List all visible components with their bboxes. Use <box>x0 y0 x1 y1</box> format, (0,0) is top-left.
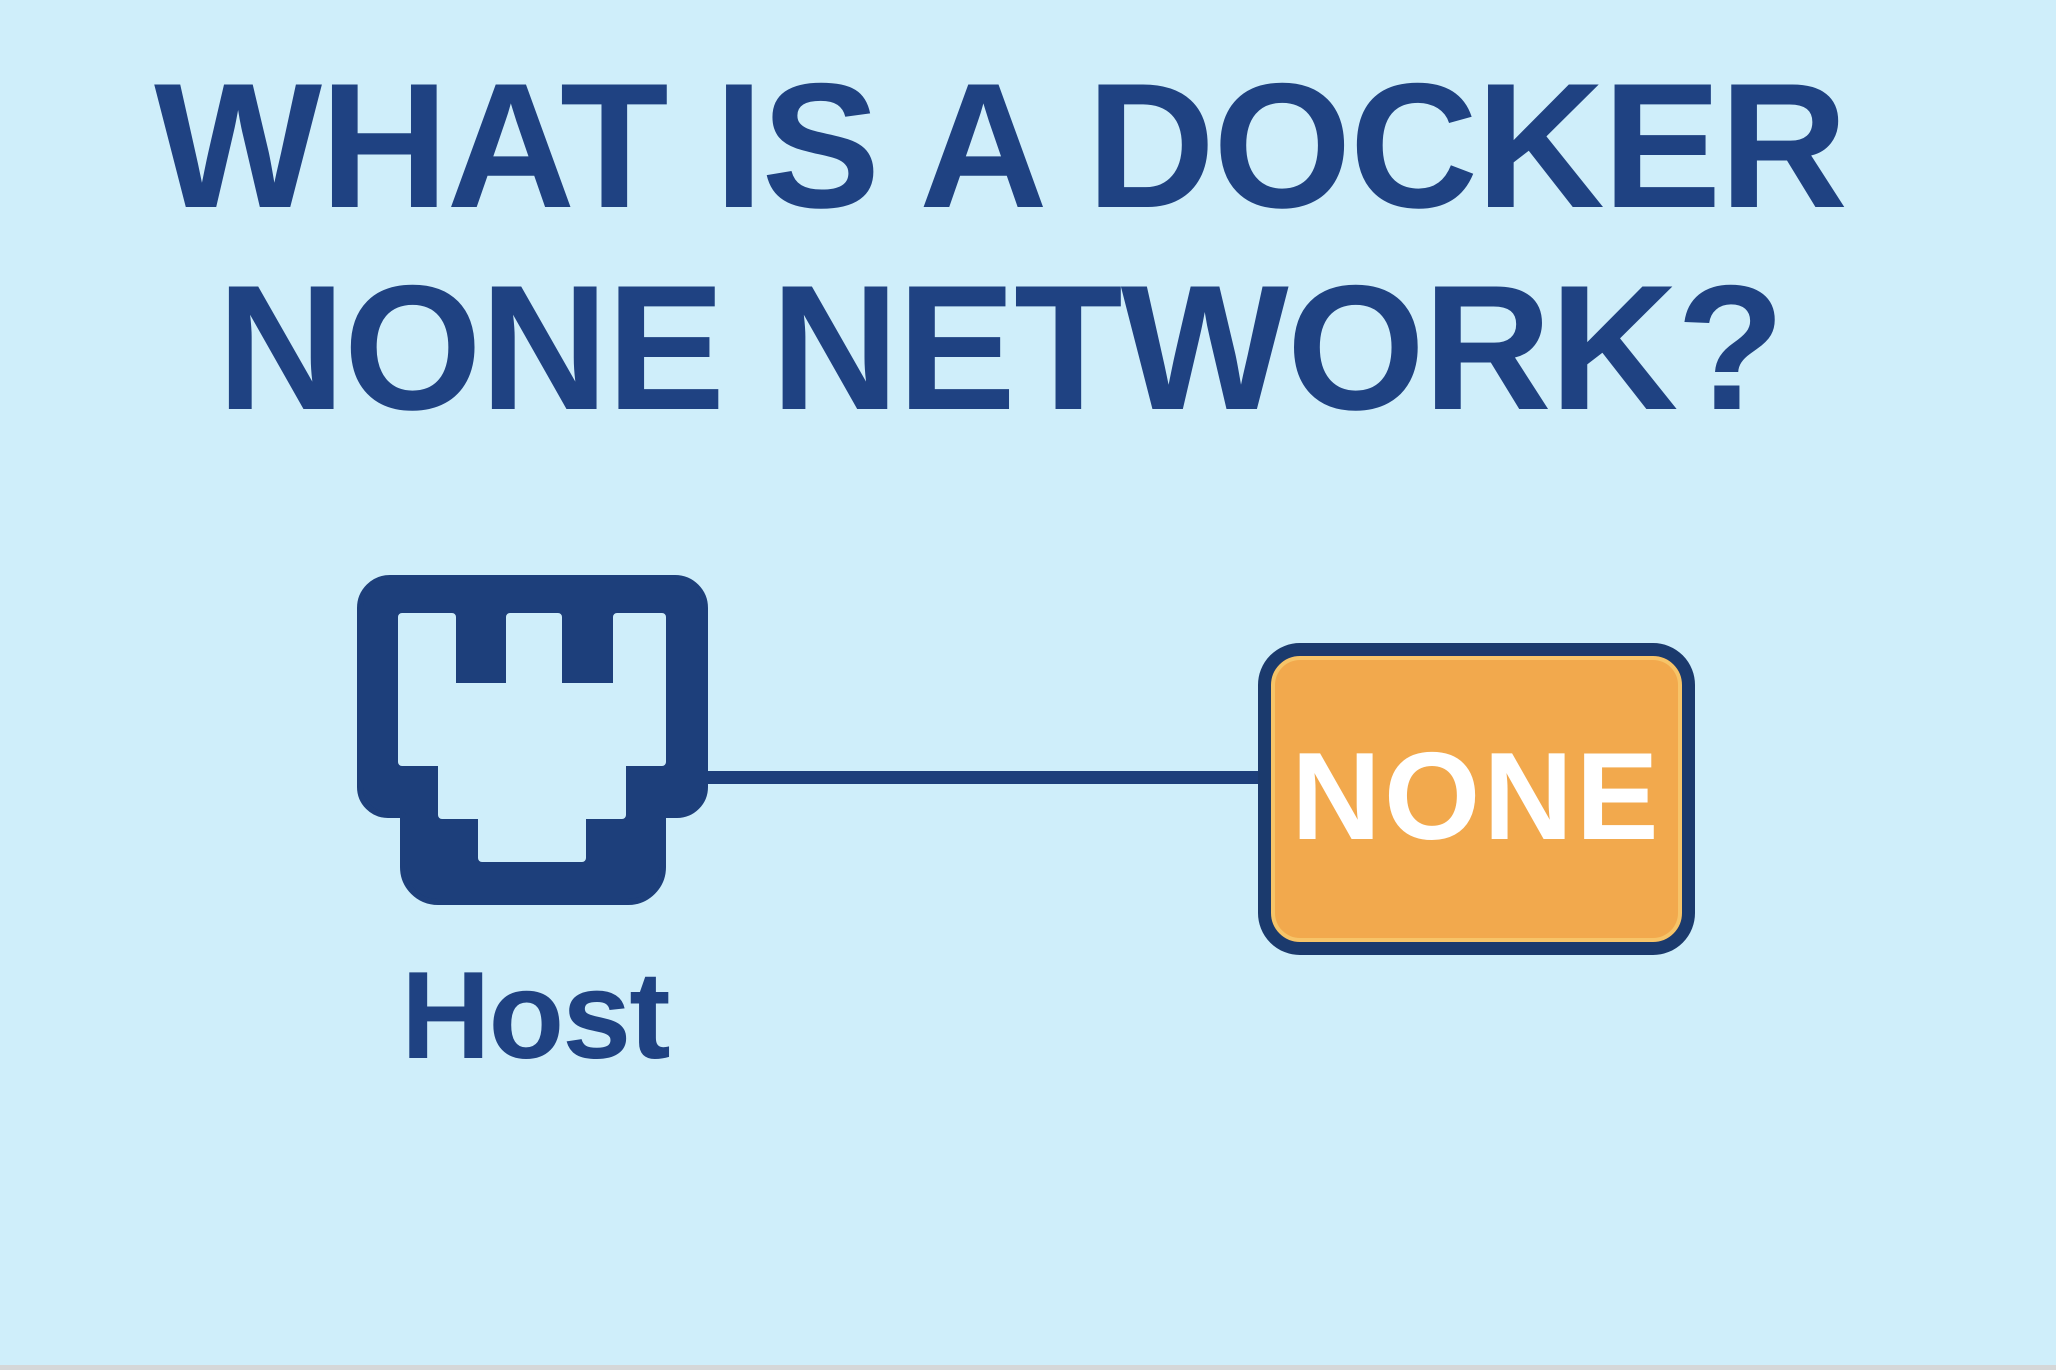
host-label: Host <box>401 947 671 1085</box>
ethernet-port-icon <box>357 575 708 905</box>
title-line-1: WHAT IS A DOCKER <box>154 46 1848 245</box>
title-line-2: NONE NETWORK? <box>216 248 1785 447</box>
host-to-none-line <box>700 771 1265 784</box>
page-title: WHAT IS A DOCKER NONE NETWORK? <box>0 45 2000 449</box>
bottom-edge-strip <box>0 1365 2056 1370</box>
none-network-label: NONE <box>1291 728 1662 866</box>
none-network-box: NONE <box>1258 643 1695 955</box>
